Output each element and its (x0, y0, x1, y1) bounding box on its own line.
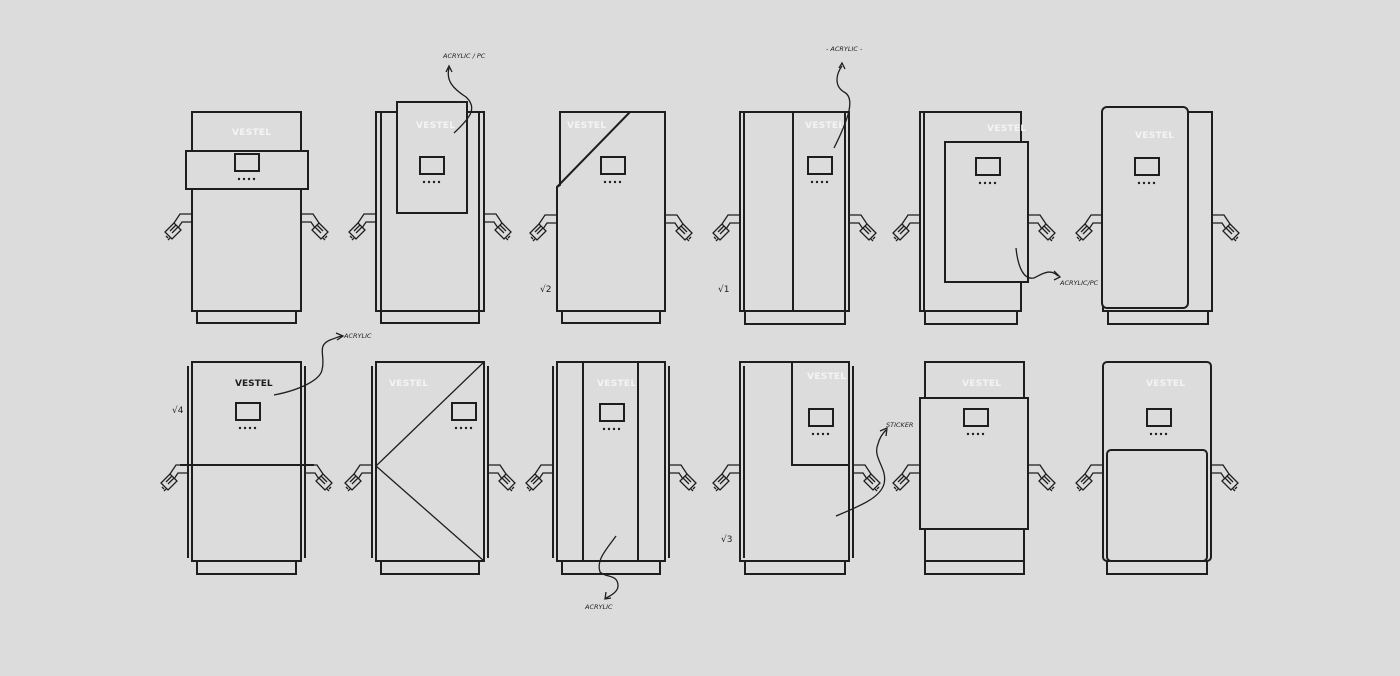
annotation-arrow (833, 65, 851, 149)
version-mark: √1 (718, 284, 729, 295)
left-connector-icon (529, 214, 558, 242)
display-screen-icon (600, 156, 626, 185)
version-mark: √2 (540, 284, 551, 295)
brand-logo: VESTEL (232, 128, 271, 138)
version-mark: √4 (172, 405, 184, 416)
left-connector-icon (1075, 214, 1104, 242)
display-screen-icon (599, 403, 625, 432)
left-connector-icon (344, 464, 373, 492)
right-connector-icon (853, 465, 880, 491)
brand-logo: VESTEL (567, 121, 606, 131)
annotation-label: ACRYLIC/PC (1059, 279, 1099, 287)
right-connector-icon (669, 465, 696, 491)
left-connector-icon (1075, 464, 1104, 492)
right-connector-icon (1211, 465, 1238, 491)
display-screen-icon (808, 408, 834, 437)
display-screen-icon (1146, 408, 1172, 437)
right-connector-icon (305, 465, 332, 491)
right-connector-icon (301, 214, 328, 240)
charger-concept-c7: VESTEL ACRYLIC √4 (160, 332, 372, 575)
charger-concept-c6: VESTEL (1075, 106, 1239, 325)
right-connector-icon (1028, 465, 1055, 491)
annotation-label: - ACRYLIC - (826, 45, 863, 53)
annotation-arrow (273, 335, 343, 396)
display-screen-icon (807, 156, 833, 185)
annotation-label: ACRYLIC (584, 603, 613, 611)
display-screen-icon (451, 402, 477, 431)
left-connector-icon (160, 464, 189, 492)
left-connector-icon (712, 464, 741, 492)
version-mark: √3 (721, 534, 732, 545)
display-screen-icon (235, 402, 261, 431)
charger-concept-c12: VESTEL (1075, 361, 1238, 575)
brand-logo: VESTEL (805, 121, 844, 131)
annotation-arrow (447, 67, 473, 134)
charger-concept-c10: VESTEL STICKER √3 (712, 361, 913, 575)
left-connector-icon (525, 464, 554, 492)
left-connector-icon (892, 464, 921, 492)
left-connector-icon (892, 214, 921, 242)
brand-logo: VESTEL (235, 379, 273, 389)
right-connector-icon (488, 465, 515, 491)
annotation-label: ACRYLIC (343, 332, 372, 340)
annotation-arrow (598, 535, 619, 599)
annotation-label: STICKER (886, 421, 913, 429)
charger-concept-c1: VESTEL (164, 111, 328, 324)
annotation-arrow (1015, 247, 1059, 279)
charger-concept-c3: VESTEL √2 (529, 111, 692, 324)
right-connector-icon (665, 215, 692, 241)
annotation-label: ACRYLIC / PC (442, 52, 486, 60)
annotation-arrow (835, 429, 887, 517)
left-connector-icon (712, 214, 741, 242)
brand-logo: VESTEL (962, 379, 1001, 389)
right-connector-icon (484, 214, 511, 240)
brand-logo: VESTEL (389, 379, 428, 389)
brand-logo: VESTEL (1146, 379, 1185, 389)
brand-logo: VESTEL (1135, 131, 1174, 141)
right-connector-icon (1028, 215, 1055, 241)
brand-logo: VESTEL (597, 379, 636, 389)
charger-concept-c9: VESTEL ACRYLIC (525, 361, 696, 611)
right-connector-icon (849, 215, 876, 241)
charger-concept-c5: VESTEL ACRYLIC/PC (892, 111, 1099, 325)
left-connector-icon (348, 213, 377, 241)
charger-concept-c8: VESTEL (344, 361, 515, 575)
brand-logo: VESTEL (416, 121, 455, 131)
left-connector-icon (164, 213, 193, 241)
charger-concept-c11: VESTEL (892, 361, 1055, 575)
charger-concept-c4: VESTEL - ACRYLIC - √1 (712, 45, 876, 325)
brand-logo: VESTEL (807, 372, 846, 382)
brand-logo: VESTEL (987, 124, 1026, 134)
charger-concept-c2: VESTEL ACRYLIC / PC (348, 52, 511, 324)
right-connector-icon (1212, 215, 1239, 241)
